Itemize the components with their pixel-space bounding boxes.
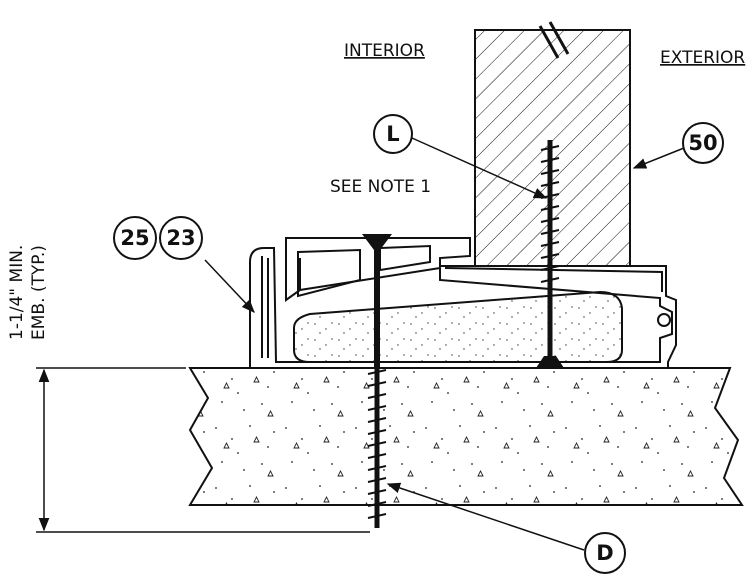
callout-50-text: 50 [688,131,717,155]
callout-23: 23 [159,216,203,260]
callout-23-text: 23 [166,226,195,250]
callout-d-text: D [596,541,613,565]
anchor-screw [362,234,392,528]
embedment-label-line1: 1-1/4" MIN. [7,245,27,340]
foam-insert [293,290,623,363]
callout-25-text: 25 [120,226,149,250]
embedment-dimension [36,367,370,533]
callout-50: 50 [682,122,724,164]
callout-l-text: L [386,122,399,146]
exterior-label: EXTERIOR [660,48,745,68]
fastener-screw [536,140,564,368]
interior-label: INTERIOR [344,41,425,61]
leader-lines [204,137,685,551]
see-note-label: SEE NOTE 1 [330,177,431,197]
concrete-slab [188,367,744,506]
callout-l: L [373,114,413,154]
callout-25: 25 [113,216,157,260]
callout-d: D [584,532,626,574]
embedment-label-line2: EMB. (TYP.) [29,245,49,340]
